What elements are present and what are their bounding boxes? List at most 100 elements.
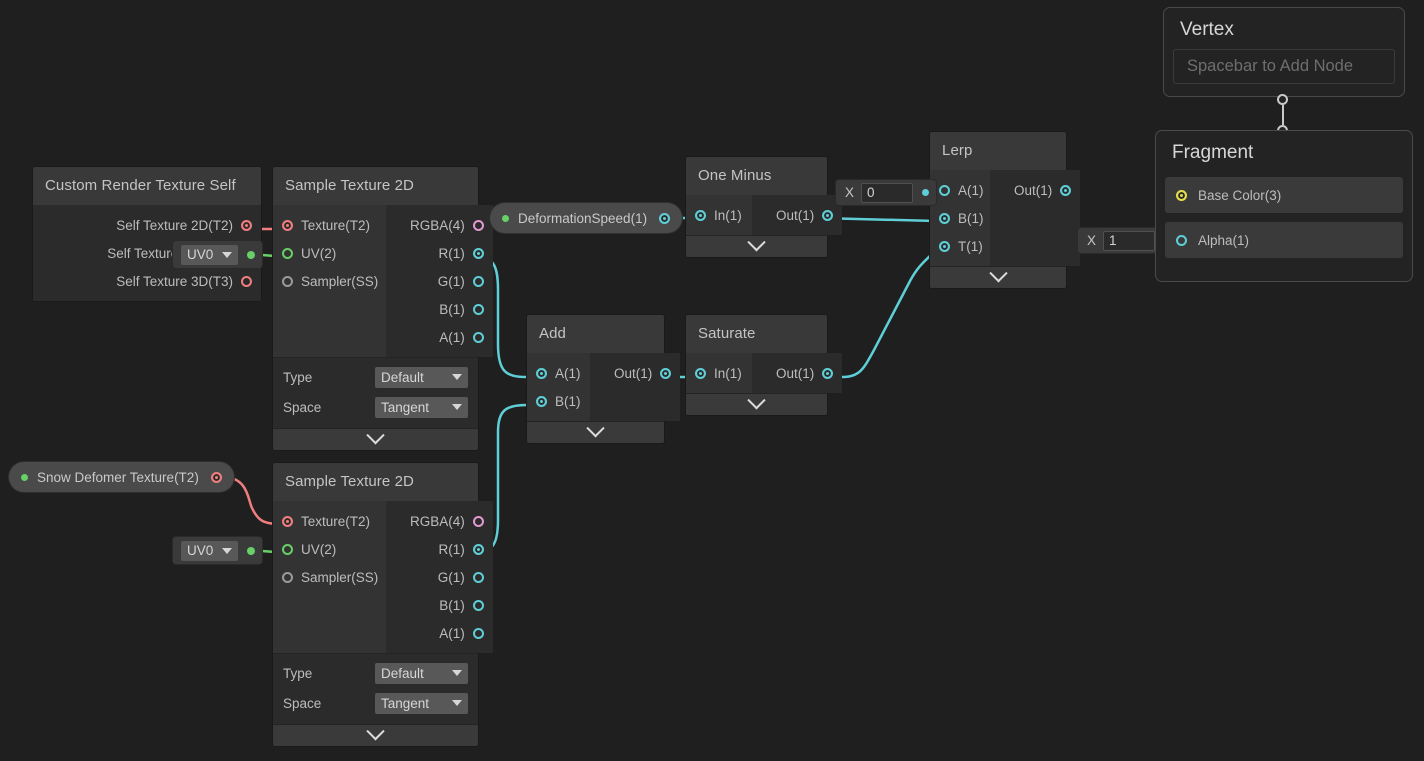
- uv-channel-widget-bottom[interactable]: UV0: [173, 537, 263, 564]
- port-dot-a[interactable]: [939, 184, 950, 196]
- value-widget-lerp-a[interactable]: X 0: [836, 180, 937, 205]
- space-dropdown[interactable]: Tangent: [375, 396, 468, 418]
- port-dot-sampler[interactable]: [282, 571, 293, 583]
- output-port-out[interactable]: Out(1): [990, 176, 1080, 204]
- port-dot-texture[interactable]: [282, 515, 293, 527]
- port-dot-uv[interactable]: [282, 543, 293, 555]
- space-dropdown[interactable]: Tangent: [375, 692, 468, 714]
- uv-channel-dropdown[interactable]: UV0: [181, 244, 239, 265]
- input-port-texture[interactable]: Texture(T2): [273, 211, 386, 239]
- node-one-minus[interactable]: One Minus In(1) Out(1): [686, 157, 843, 257]
- add-node-placeholder-vertex[interactable]: Spacebar to Add Node: [1173, 49, 1395, 84]
- collapse-toggle[interactable]: [686, 233, 827, 257]
- block-base-color[interactable]: Base Color(3): [1165, 177, 1403, 213]
- input-port-b[interactable]: B(1): [527, 387, 590, 415]
- port-dot-b[interactable]: [536, 395, 547, 407]
- port-dot-r[interactable]: [472, 247, 484, 259]
- port-dot-texture[interactable]: [282, 219, 293, 231]
- input-port-b[interactable]: B(1): [930, 204, 990, 232]
- port-dot-in[interactable]: [695, 367, 706, 379]
- port-dot-out[interactable]: [210, 471, 222, 483]
- input-port-uv[interactable]: UV(2): [273, 239, 386, 267]
- port-dot-out[interactable]: [1060, 184, 1072, 196]
- port-dot-out[interactable]: [660, 367, 672, 379]
- node-lerp[interactable]: Lerp A(1) B(1) T(1) Out(1): [930, 132, 1081, 288]
- output-port-out[interactable]: Out(1): [752, 359, 842, 387]
- block-alpha[interactable]: Alpha(1): [1165, 222, 1403, 258]
- port-dot-a[interactable]: [472, 331, 484, 343]
- collapse-toggle[interactable]: [686, 391, 827, 415]
- port-dot-a[interactable]: [472, 627, 484, 639]
- output-port-out[interactable]: Out(1): [590, 359, 680, 387]
- type-dropdown[interactable]: Default: [375, 366, 468, 388]
- output-port-r[interactable]: R(1): [386, 535, 493, 563]
- port-dot-g[interactable]: [472, 275, 484, 287]
- chevron-down-icon: [988, 264, 1008, 283]
- port-dot-self-texture-3d[interactable]: [241, 275, 252, 287]
- property-node-deformation-speed[interactable]: DeformationSpeed(1): [490, 203, 683, 233]
- port-label: RGBA(4): [410, 513, 465, 529]
- output-port-g[interactable]: G(1): [386, 267, 493, 295]
- port-dot-uv[interactable]: [282, 247, 293, 259]
- port-dot-g[interactable]: [472, 571, 484, 583]
- output-port-a[interactable]: A(1): [386, 323, 493, 351]
- output-port-g[interactable]: G(1): [386, 563, 493, 591]
- output-port-self-texture-2d[interactable]: Self Texture 2D(T2): [33, 211, 261, 239]
- port-dot-b[interactable]: [472, 599, 484, 611]
- widget-output-dot[interactable]: [247, 546, 256, 555]
- port-dot-a[interactable]: [536, 367, 547, 379]
- port-dot-b[interactable]: [939, 212, 950, 224]
- port-dot-rgba[interactable]: [472, 515, 484, 527]
- node-saturate[interactable]: Saturate In(1) Out(1): [686, 315, 843, 415]
- port-dot-out[interactable]: [822, 209, 834, 221]
- value-input-x[interactable]: 1: [1103, 230, 1156, 251]
- collapse-toggle[interactable]: [930, 264, 1066, 288]
- input-port-sampler[interactable]: Sampler(SS): [273, 563, 386, 591]
- port-dot-alpha[interactable]: [1176, 234, 1187, 246]
- node-sample-texture-2d-bottom[interactable]: Sample Texture 2D Texture(T2) UV(2) Samp…: [273, 463, 493, 746]
- port-dot-r[interactable]: [472, 543, 484, 555]
- output-port-rgba[interactable]: RGBA(4): [386, 507, 493, 535]
- port-dot-rgba[interactable]: [472, 219, 484, 231]
- type-dropdown[interactable]: Default: [375, 662, 468, 684]
- master-stack-vertex[interactable]: Vertex Spacebar to Add Node: [1163, 7, 1405, 97]
- widget-output-dot[interactable]: [247, 250, 256, 259]
- property-node-snow-deformer-texture[interactable]: Snow Defomer Texture(T2): [9, 462, 234, 492]
- port-dot-in[interactable]: [695, 209, 706, 221]
- node-add[interactable]: Add A(1) B(1) Out(1): [527, 315, 681, 443]
- input-port-in[interactable]: In(1): [686, 201, 752, 229]
- value-input-x[interactable]: 0: [861, 182, 914, 203]
- port-dot-t[interactable]: [939, 240, 950, 252]
- port-dot-self-texture-2d[interactable]: [241, 219, 252, 231]
- input-port-t[interactable]: T(1): [930, 232, 990, 260]
- uv-channel-dropdown[interactable]: UV0: [181, 540, 239, 561]
- collapse-toggle[interactable]: [273, 722, 478, 746]
- port-dot-out[interactable]: [659, 212, 671, 224]
- port-dot-base-color[interactable]: [1176, 189, 1187, 201]
- input-port-a[interactable]: A(1): [930, 176, 990, 204]
- port-label: A(1): [439, 625, 465, 641]
- output-port-b[interactable]: B(1): [386, 295, 493, 323]
- output-port-rgba[interactable]: RGBA(4): [386, 211, 493, 239]
- output-port-a[interactable]: A(1): [386, 619, 493, 647]
- uv-channel-widget-top[interactable]: UV0: [173, 241, 263, 268]
- node-sample-texture-2d-top[interactable]: Sample Texture 2D Texture(T2) UV(2) Samp…: [273, 167, 493, 450]
- collapse-toggle[interactable]: [273, 426, 478, 450]
- input-port-a[interactable]: A(1): [527, 359, 590, 387]
- port-dot-out[interactable]: [822, 367, 834, 379]
- output-port-b[interactable]: B(1): [386, 591, 493, 619]
- input-port-sampler[interactable]: Sampler(SS): [273, 267, 386, 295]
- master-stack-fragment[interactable]: Fragment Base Color(3) Alpha(1): [1155, 130, 1413, 282]
- collapse-toggle[interactable]: [527, 419, 664, 443]
- port-dot-sampler[interactable]: [282, 275, 293, 287]
- input-port-in[interactable]: In(1): [686, 359, 752, 387]
- output-port-r[interactable]: R(1): [386, 239, 493, 267]
- port-dot-b[interactable]: [472, 303, 484, 315]
- output-port-self-texture-3d[interactable]: Self Texture 3D(T3): [33, 267, 261, 295]
- input-port-texture[interactable]: Texture(T2): [273, 507, 386, 535]
- input-port-uv[interactable]: UV(2): [273, 535, 386, 563]
- output-port-out[interactable]: Out(1): [752, 201, 842, 229]
- widget-output-dot[interactable]: [922, 189, 930, 196]
- node-custom-render-texture-self[interactable]: Custom Render Texture Self Self Texture …: [33, 167, 261, 301]
